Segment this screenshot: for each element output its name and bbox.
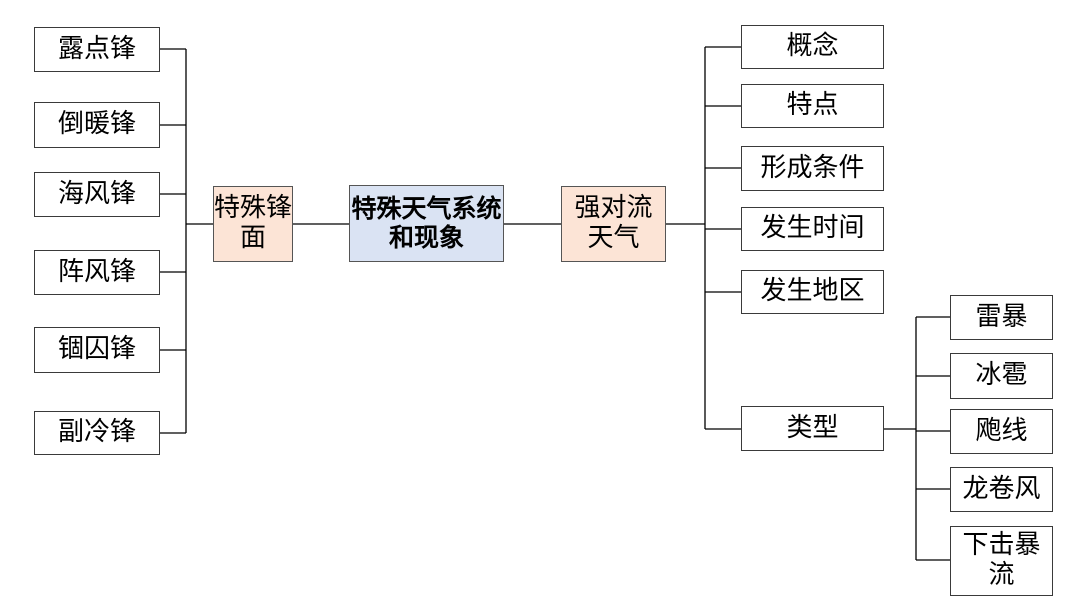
node-occurrence-region: 发生地区 — [741, 270, 884, 314]
node-special-fronts: 特殊锋面 — [213, 186, 293, 262]
node-gust-front: 阵风锋 — [34, 250, 160, 295]
node-sea-breeze-front: 海风锋 — [34, 172, 160, 217]
node-dew-point-front: 露点锋 — [34, 27, 160, 72]
node-downburst: 下击暴流 — [950, 526, 1053, 596]
node-hail: 冰雹 — [950, 353, 1053, 399]
node-severe-convective-weather: 强对流天气 — [561, 186, 666, 262]
node-characteristics: 特点 — [741, 84, 884, 128]
node-tornado: 龙卷风 — [950, 467, 1053, 512]
node-squall-line: 飑线 — [950, 409, 1053, 454]
node-inverted-warm-front: 倒暖锋 — [34, 102, 160, 148]
node-types: 类型 — [741, 406, 884, 451]
node-concept: 概念 — [741, 25, 884, 69]
node-formation-conditions: 形成条件 — [741, 146, 884, 191]
node-occluded-front: 锢囚锋 — [34, 327, 160, 373]
node-root: 特殊天气系统和现象 — [349, 185, 504, 262]
node-thunderstorm: 雷暴 — [950, 295, 1053, 340]
node-secondary-cold-front: 副冷锋 — [34, 411, 160, 455]
node-occurrence-time: 发生时间 — [741, 207, 884, 251]
